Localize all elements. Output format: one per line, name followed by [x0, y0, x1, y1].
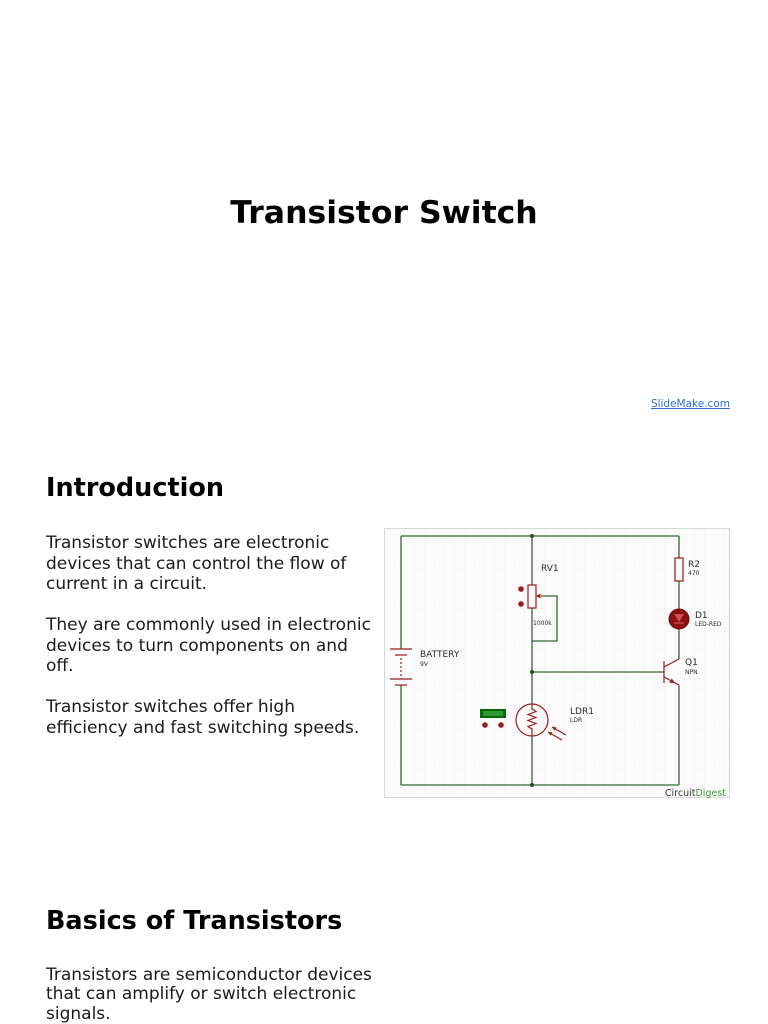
battery-value: 9V [420, 661, 429, 668]
junction-dot [530, 534, 534, 538]
basics-paragraph-1: Transistors are semiconductor devices th… [46, 965, 382, 1024]
junction-dot [530, 670, 534, 674]
q1-value: NPN [685, 669, 698, 676]
d1-value: LED-RED [695, 621, 722, 628]
slide-title: Transistor Switch [230, 195, 538, 231]
intro-paragraph-1: Transistor switches are electronic devic… [46, 533, 382, 595]
light-level-display-screen [483, 711, 503, 716]
text-line: Transistor switches are electronic [46, 533, 330, 553]
light-level-pin [498, 722, 504, 728]
basics-heading: Basics of Transistors [46, 905, 343, 936]
r2-body [674, 557, 684, 582]
transistor-collector [663, 658, 680, 668]
rv1-pin [518, 586, 524, 592]
basics-text: Transistors are semiconductor devices th… [46, 965, 382, 1024]
text-line: Transistor switches offer high [46, 697, 295, 717]
text-line: devices to turn components on and [46, 635, 348, 656]
watermark-part-circuit: Circuit [665, 788, 696, 798]
junction-dot [530, 783, 534, 787]
text-line: off. [46, 656, 74, 676]
introduction-text: Transistor switches are electronic devic… [46, 533, 382, 759]
ldr-zigzag [526, 704, 538, 736]
rv1-body [527, 584, 537, 609]
circuit-figure: BATTERY 9V RV1 1000k R2 470 D1 LED-RED [384, 528, 730, 798]
intro-paragraph-3: Transistor switches offer high efficienc… [46, 697, 382, 738]
q1-label: Q1 [685, 658, 698, 668]
r2-value: 470 [688, 570, 700, 577]
circuitdigest-watermark: CircuitDigest [665, 788, 726, 798]
text-line: Transistors are semiconductor devices [46, 965, 372, 985]
ldr1-value: LDR [570, 717, 582, 724]
slidemake-link[interactable]: SlideMake.com [650, 398, 730, 410]
d1-label: D1 [695, 611, 708, 621]
watermark-part-digest: Digest [695, 788, 726, 798]
introduction-heading: Introduction [46, 472, 225, 503]
ldr1-label: LDR1 [570, 707, 594, 717]
rv1-label: RV1 [541, 564, 559, 574]
text-line: that can amplify or switch electronic [46, 984, 357, 1005]
text-line: devices that can control the flow of [46, 553, 347, 574]
r2-label: R2 [688, 560, 700, 570]
ldr-light-arrowhead [552, 727, 557, 731]
led-triangle [674, 614, 684, 622]
circuit-diagram: BATTERY 9V RV1 1000k R2 470 D1 LED-RED [384, 528, 730, 798]
rv1-pin [518, 601, 524, 607]
text-line: They are commonly used in electronic [46, 615, 371, 635]
rv1-value: 1000k [533, 620, 552, 627]
battery-label: BATTERY [420, 650, 460, 660]
text-line: signals. [46, 1003, 111, 1024]
wire-rv1-loop [532, 595, 558, 642]
ldr-light-arrowhead [548, 732, 553, 736]
text-line: current in a circuit. [46, 574, 208, 594]
intro-paragraph-2: They are commonly used in electronic dev… [46, 615, 382, 677]
rv1-wiper-arrow [536, 593, 541, 599]
transistor-emitter-arrow [669, 678, 675, 683]
text-line: efficiency and fast switching speeds. [46, 717, 360, 738]
light-level-pin [482, 722, 488, 728]
